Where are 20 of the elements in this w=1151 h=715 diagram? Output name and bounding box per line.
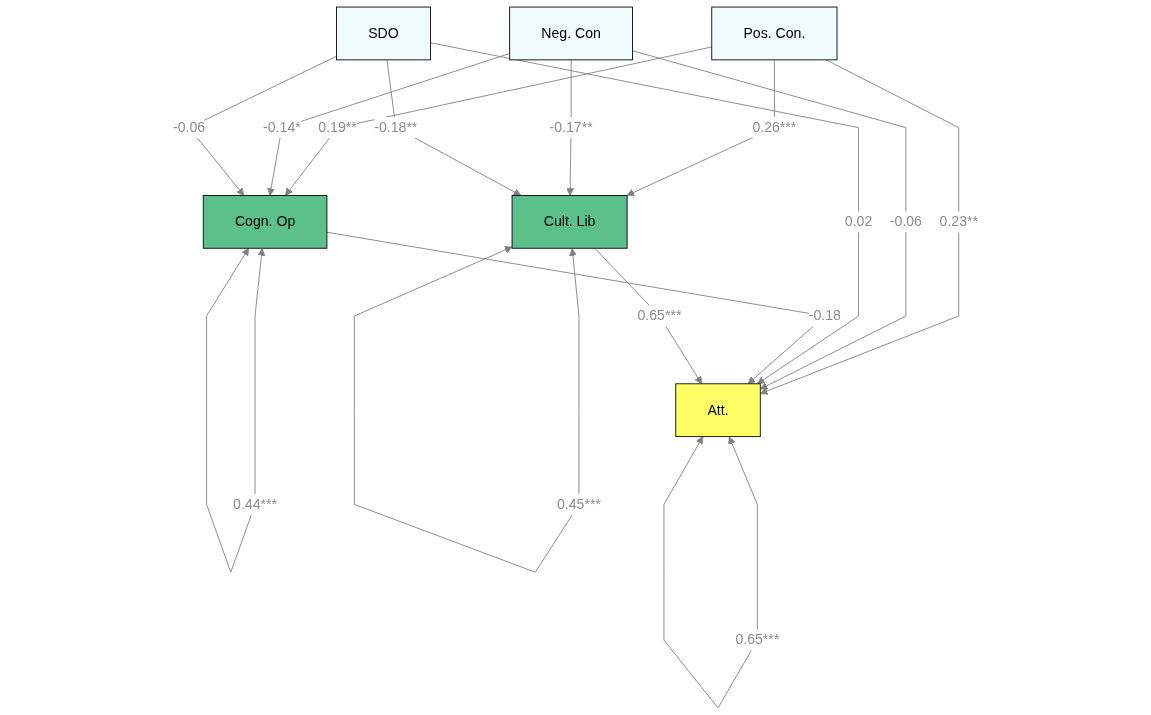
node-box: Neg. Con bbox=[509, 6, 633, 61]
edge-label: 0.65*** bbox=[637, 308, 682, 324]
node-box: Cult. Lib bbox=[511, 195, 628, 249]
edge-label: -0.14* bbox=[263, 119, 301, 135]
edge-label: 0.44*** bbox=[233, 496, 277, 512]
edge-label: 0.23** bbox=[939, 213, 978, 229]
edge-label: -0.06 bbox=[889, 213, 922, 229]
edge-label: -0.17** bbox=[549, 119, 593, 135]
node-box: SDO bbox=[336, 6, 431, 61]
edge-label: 0.26*** bbox=[752, 119, 797, 135]
edge-label: -0.06 bbox=[173, 119, 206, 135]
edge-label: 0.19** bbox=[318, 119, 357, 135]
edge-label: -0.18** bbox=[374, 119, 418, 135]
edge-label: 0.65*** bbox=[735, 632, 780, 648]
node-box: Att. bbox=[675, 383, 761, 438]
edge-label: -0.18 bbox=[808, 308, 841, 324]
node-box: Pos. Con. bbox=[711, 6, 838, 61]
edge-label: 0.02 bbox=[844, 213, 873, 229]
edge-label: 0.45*** bbox=[557, 496, 601, 512]
node-box: Cogn. Op bbox=[202, 195, 328, 249]
